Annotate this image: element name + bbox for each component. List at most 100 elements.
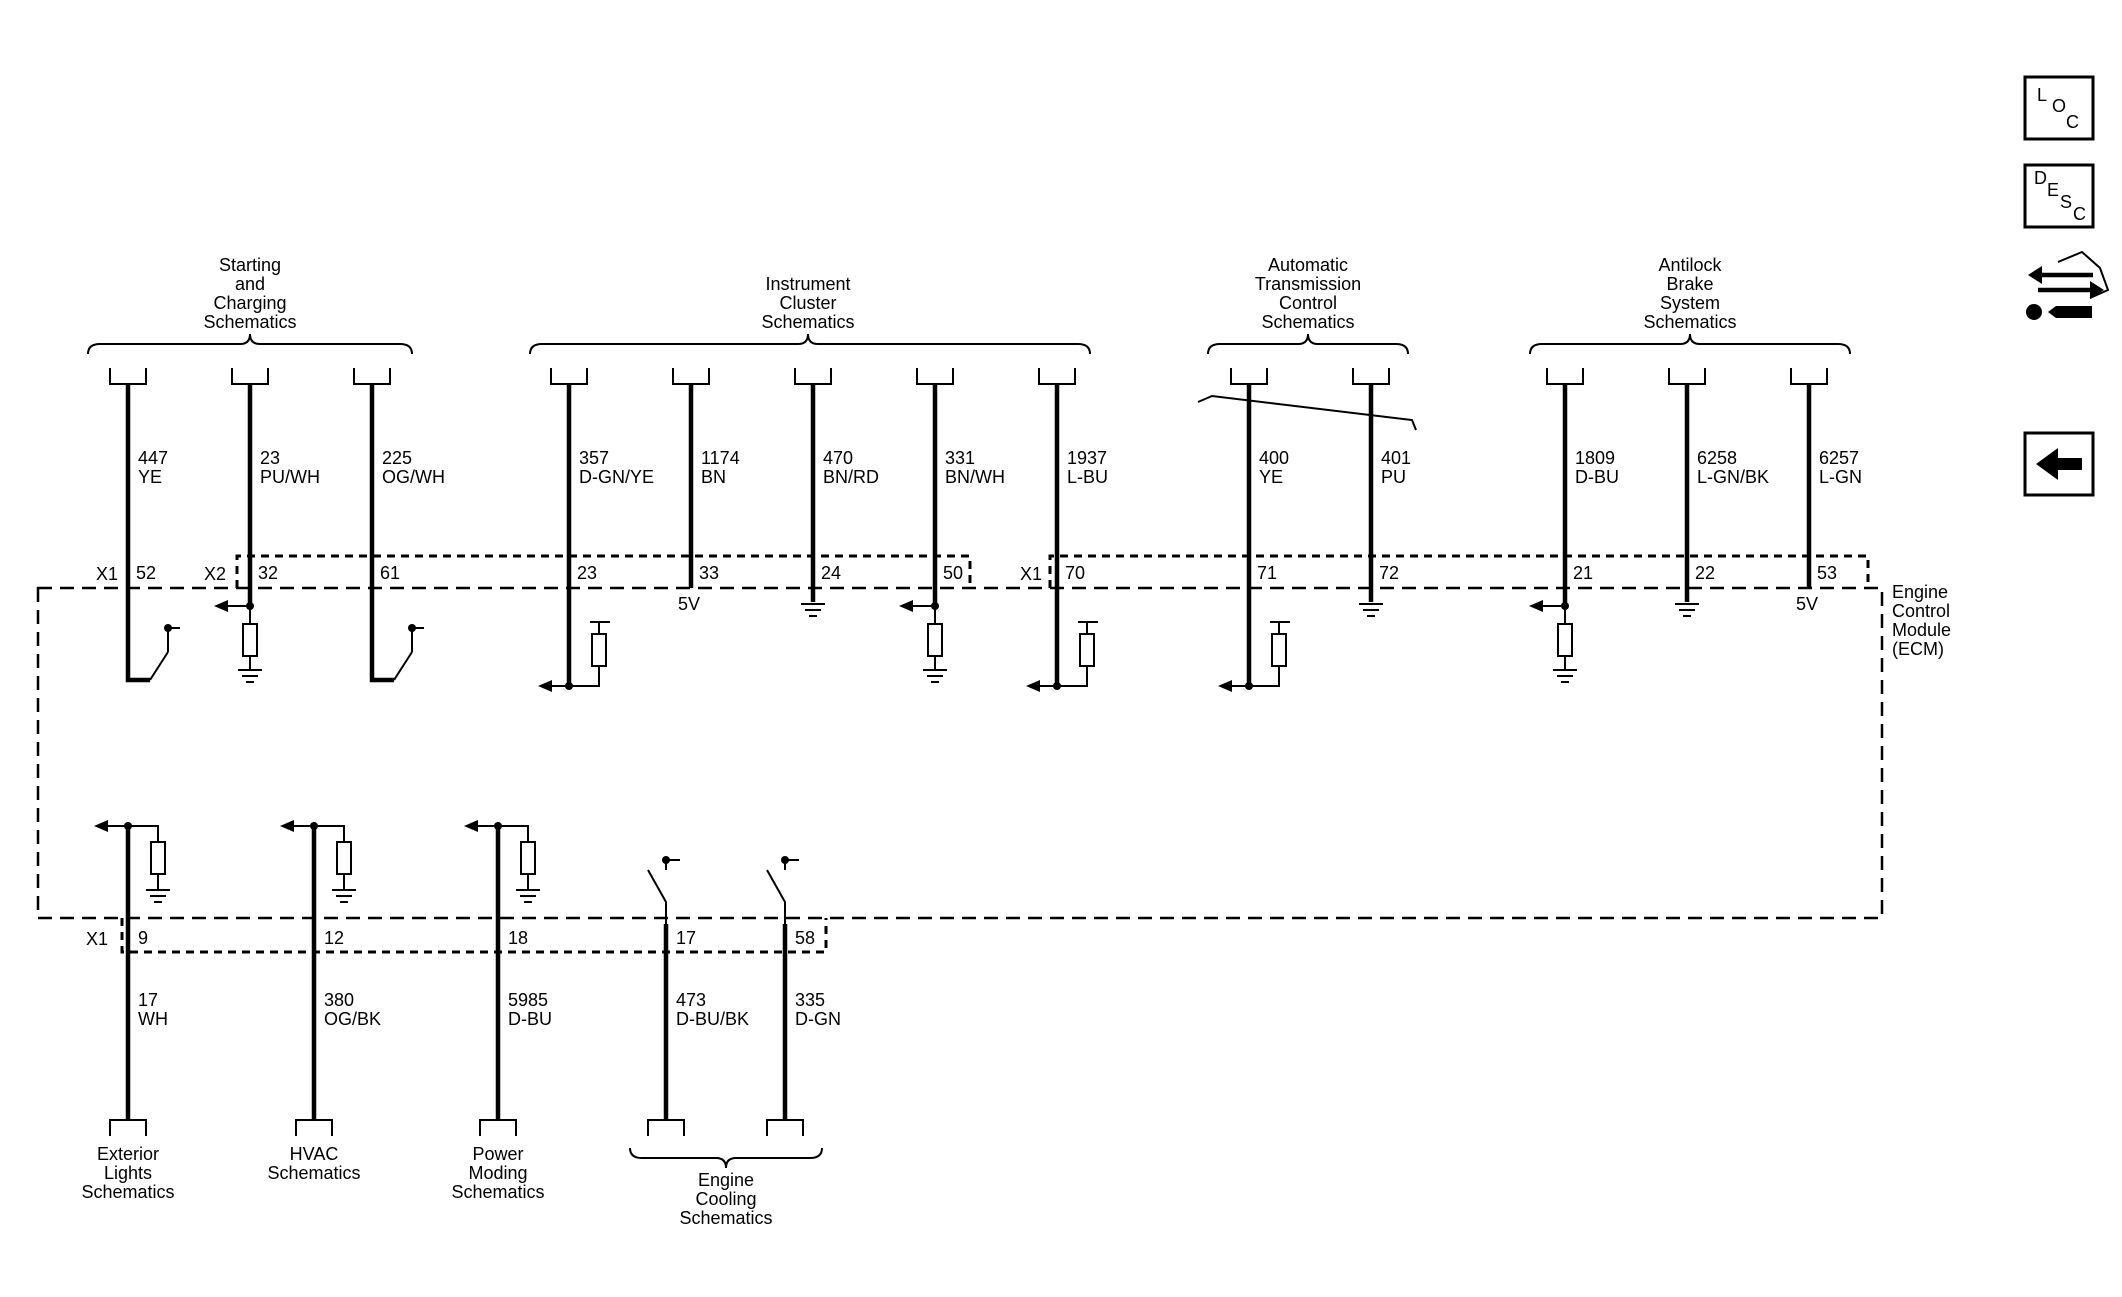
wire-6257: 6257 L-GN 53 5V [1796,384,1862,614]
svg-text:Schematics: Schematics [679,1208,772,1228]
wire-5985: 18 5985 D-BU [464,820,552,1120]
wire-380: 12 380 OG/BK [280,820,381,1120]
svg-text:E: E [2047,180,2059,200]
wire-401: 401 PU 72 [1359,384,1411,617]
connector-x2-outline [235,554,972,588]
svg-text:System: System [1660,293,1720,313]
svg-text:23: 23 [260,448,280,468]
svg-text:447: 447 [138,448,168,468]
svg-text:Engine: Engine [1892,582,1948,602]
svg-text:WH: WH [138,1009,168,1029]
svg-text:Schematics: Schematics [267,1163,360,1183]
svg-text:1809: 1809 [1575,448,1615,468]
svg-text:Charging: Charging [213,293,286,313]
back-button[interactable] [2023,431,2095,497]
twisted-pair-mark [1197,394,1417,431]
svg-text:225: 225 [382,448,412,468]
svg-text:O: O [2052,96,2066,116]
svg-text:BN/RD: BN/RD [823,467,879,487]
connector-repair-button[interactable] [2026,250,2110,320]
svg-text:53: 53 [1817,563,1837,583]
loc-button[interactable]: L O C [2023,75,2095,141]
svg-text:Module: Module [1892,620,1951,640]
svg-text:71: 71 [1257,563,1277,583]
svg-text:33: 33 [699,563,719,583]
wire-447: 447 YE 52 [125,384,180,683]
svg-text:HVAC: HVAC [290,1144,339,1164]
svg-text:L: L [2037,85,2047,105]
svg-text:473: 473 [676,990,706,1010]
svg-text:401: 401 [1381,448,1411,468]
svg-text:OG/WH: OG/WH [382,467,445,487]
group-engine-cooling: Engine Cooling Schematics [629,1147,823,1228]
connector-x1-bottom-outline [120,918,828,954]
wire-473: 17 473 D-BU/BK [647,856,749,1120]
svg-text:Cluster: Cluster [779,293,836,313]
svg-text:1174: 1174 [701,448,740,468]
svg-text:470: 470 [823,448,853,468]
svg-text:357: 357 [579,448,609,468]
svg-text:Schematics: Schematics [1643,312,1736,332]
svg-text:Schematics: Schematics [761,312,854,332]
svg-text:72: 72 [1379,563,1399,583]
svg-text:C: C [2066,112,2079,132]
svg-text:400: 400 [1259,448,1289,468]
wire-17: 9 17 WH [94,820,170,1120]
wire-357: 357 D-GN/YE 23 [538,384,654,692]
svg-text:and: and [235,274,265,294]
svg-text:BN/WH: BN/WH [945,467,1005,487]
svg-text:PU: PU [1381,467,1406,487]
svg-text:BN: BN [701,467,726,487]
svg-text:Schematics: Schematics [81,1182,174,1202]
wire-470: 470 BN/RD 24 [801,384,879,617]
svg-text:335: 335 [795,990,825,1010]
group-power-moding: Power Moding Schematics [451,1144,544,1202]
svg-text:Transmission: Transmission [1255,274,1361,294]
wire-1937: 1937 L-BU 70 [1026,384,1108,692]
svg-text:D: D [2034,168,2047,188]
svg-text:61: 61 [380,563,400,583]
svg-text:Moding: Moding [468,1163,527,1183]
wire-1809: 1809 D-BU 21 [1529,384,1619,683]
svg-text:L-GN: L-GN [1819,467,1862,487]
svg-text:Power: Power [472,1144,523,1164]
svg-text:Automatic: Automatic [1268,255,1348,275]
svg-text:Brake: Brake [1666,274,1713,294]
ecm-boundary: Engine Control Module (ECM) [36,582,1951,920]
svg-text:1937: 1937 [1067,448,1107,468]
svg-text:50: 50 [943,563,963,583]
svg-text:Cooling: Cooling [695,1189,756,1209]
svg-text:S: S [2060,192,2072,212]
svg-text:32: 32 [258,563,278,583]
connector-x1-label: X1 [86,929,108,949]
svg-text:6258: 6258 [1697,448,1737,468]
group-automatic-transmission: Automatic Transmission Control Schematic… [1207,255,1409,355]
connector-x1-label: X1 [1020,564,1042,584]
wire-23: 23 PU/WH 32 [214,384,320,683]
svg-text:C: C [2073,204,2086,224]
svg-text:PU/WH: PU/WH [260,467,320,487]
svg-text:5985: 5985 [508,990,548,1010]
svg-text:23: 23 [577,563,597,583]
svg-text:Starting: Starting [219,255,281,275]
svg-text:D-GN: D-GN [795,1009,841,1029]
desc-button[interactable]: D E S C [2023,163,2095,229]
connector-x1-label: X1 [96,564,118,584]
svg-text:Exterior: Exterior [97,1144,159,1164]
svg-text:Antilock: Antilock [1658,255,1722,275]
svg-text:D-BU: D-BU [508,1009,552,1029]
wire-400: 400 YE 71 [1218,384,1290,692]
svg-text:58: 58 [795,928,815,948]
svg-text:Control: Control [1279,293,1337,313]
svg-text:D-BU/BK: D-BU/BK [676,1009,749,1029]
svg-text:Schematics: Schematics [1261,312,1354,332]
wire-331: 331 BN/WH 50 [899,384,1005,683]
wire-335: 58 335 D-GN [766,856,841,1120]
svg-text:17: 17 [676,928,696,948]
connector-x1-top-outline [1048,554,1870,588]
wire-6258: 6258 L-GN/BK 22 [1675,384,1769,617]
svg-text:Control: Control [1892,601,1950,621]
top-connector-sockets [109,368,1828,385]
svg-text:D-GN/YE: D-GN/YE [579,467,654,487]
